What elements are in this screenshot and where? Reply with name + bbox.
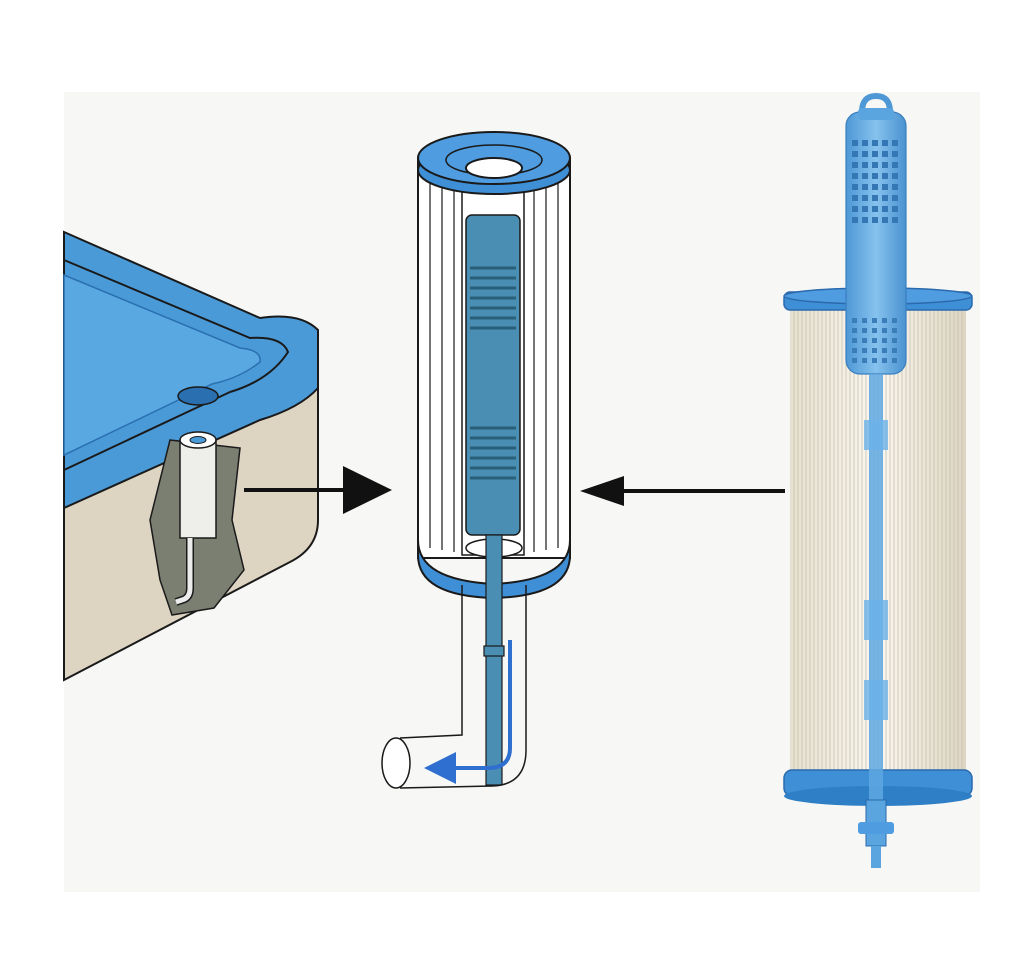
stick-vent-hole bbox=[892, 217, 898, 223]
stick-vent-hole bbox=[872, 318, 877, 323]
stick-vent-hole bbox=[892, 328, 897, 333]
stick-vent-hole bbox=[882, 348, 887, 353]
stick-vent-hole bbox=[892, 195, 898, 201]
cutaway-top-hole bbox=[465, 157, 523, 179]
stick-vent-hole bbox=[892, 151, 898, 157]
spa-inner-lip bbox=[63, 259, 290, 471]
spa-outlet-pipe-inner bbox=[175, 538, 193, 605]
stick-vent-hole bbox=[852, 151, 858, 157]
stick-vent-hole bbox=[892, 184, 898, 190]
stick-vent-hole bbox=[852, 162, 858, 168]
product-rod-guide-c bbox=[864, 680, 888, 720]
stick-vent-hole bbox=[872, 173, 878, 179]
stick-vent-hole bbox=[882, 162, 888, 168]
stick-vent-hole bbox=[892, 173, 898, 179]
stick-vent-hole bbox=[852, 217, 858, 223]
filter-product-illustration bbox=[783, 92, 973, 868]
stick-vent-hole bbox=[852, 358, 857, 363]
stick-vent-hole bbox=[862, 358, 867, 363]
stick-vent-hole bbox=[872, 348, 877, 353]
product-stick-vent-holes bbox=[852, 140, 898, 363]
cutaway-elbow-pipe bbox=[399, 585, 527, 789]
product-rod-guide-b bbox=[864, 600, 888, 640]
stick-vent-hole bbox=[892, 358, 897, 363]
stick-vent-hole bbox=[882, 318, 887, 323]
stick-vent-hole bbox=[852, 318, 857, 323]
stick-vent-hole bbox=[872, 206, 878, 212]
filter-cutaway-illustration bbox=[381, 131, 571, 789]
stick-vent-hole bbox=[862, 151, 868, 157]
cutaway-mineral-stick bbox=[465, 214, 521, 536]
stick-vent-hole bbox=[852, 206, 858, 212]
stick-vent-hole bbox=[872, 184, 878, 190]
stick-vent-hole bbox=[862, 338, 867, 343]
spa-filter-canister-hole bbox=[189, 436, 207, 444]
stick-vent-hole bbox=[882, 338, 887, 343]
product-stick-handle bbox=[859, 92, 893, 113]
cutaway-stick-vents-lower bbox=[470, 426, 516, 480]
product-nozzle-tip bbox=[858, 822, 894, 834]
stick-vent-hole bbox=[852, 328, 857, 333]
stick-vent-hole bbox=[862, 173, 868, 179]
stick-vent-hole bbox=[892, 338, 897, 343]
stick-vent-hole bbox=[872, 140, 878, 146]
stick-vent-hole bbox=[862, 348, 867, 353]
stick-vent-hole bbox=[872, 358, 877, 363]
stick-vent-hole bbox=[892, 206, 898, 212]
stick-vent-hole bbox=[882, 328, 887, 333]
arrow-product-to-filter bbox=[580, 476, 785, 506]
stick-vent-hole bbox=[872, 151, 878, 157]
cutaway-pleats bbox=[429, 170, 559, 552]
stick-vent-hole bbox=[872, 328, 877, 333]
stick-vent-hole bbox=[872, 162, 878, 168]
stick-vent-hole bbox=[862, 318, 867, 323]
product-stick-top-plug bbox=[858, 108, 894, 120]
stick-vent-hole bbox=[882, 217, 888, 223]
product-nozzle-end bbox=[871, 846, 881, 868]
stick-vent-hole bbox=[882, 151, 888, 157]
stick-vent-hole bbox=[862, 217, 868, 223]
spa-filter-canister bbox=[179, 439, 217, 539]
cutaway-rod-joint bbox=[483, 645, 505, 657]
stick-vent-hole bbox=[872, 195, 878, 201]
stick-vent-hole bbox=[872, 217, 878, 223]
stick-vent-hole bbox=[882, 206, 888, 212]
stick-vent-hole bbox=[862, 328, 867, 333]
cutaway-elbow-opening bbox=[381, 737, 411, 789]
stick-vent-hole bbox=[862, 162, 868, 168]
stick-vent-hole bbox=[862, 195, 868, 201]
stick-vent-hole bbox=[892, 348, 897, 353]
stick-vent-hole bbox=[892, 318, 897, 323]
product-rod-guide-a bbox=[864, 420, 888, 450]
stick-vent-hole bbox=[852, 140, 858, 146]
stick-vent-hole bbox=[852, 348, 857, 353]
stick-vent-hole bbox=[882, 184, 888, 190]
stick-vent-hole bbox=[862, 206, 868, 212]
stick-vent-hole bbox=[852, 184, 858, 190]
stick-vent-hole bbox=[852, 195, 858, 201]
stick-vent-hole bbox=[892, 162, 898, 168]
stick-vent-hole bbox=[852, 338, 857, 343]
stick-vent-hole bbox=[892, 140, 898, 146]
stick-vent-hole bbox=[882, 358, 887, 363]
stick-vent-hole bbox=[862, 184, 868, 190]
stick-vent-hole bbox=[852, 173, 858, 179]
product-pleats bbox=[793, 310, 963, 772]
spa-water-area bbox=[63, 273, 261, 457]
stick-vent-hole bbox=[882, 173, 888, 179]
cutaway-stick-rod bbox=[485, 534, 503, 786]
cutaway-stick-vents-upper bbox=[470, 266, 516, 330]
skimmer-hole bbox=[177, 386, 219, 406]
spa-corner-illustration bbox=[63, 230, 319, 682]
flow-direction-arrow bbox=[424, 640, 512, 784]
stick-vent-hole bbox=[882, 195, 888, 201]
stick-vent-hole bbox=[882, 140, 888, 146]
stick-vent-hole bbox=[872, 338, 877, 343]
arrow-spa-to-filter bbox=[244, 466, 392, 514]
cutaway-bottom-cap bbox=[417, 539, 571, 600]
stick-vent-hole bbox=[862, 140, 868, 146]
